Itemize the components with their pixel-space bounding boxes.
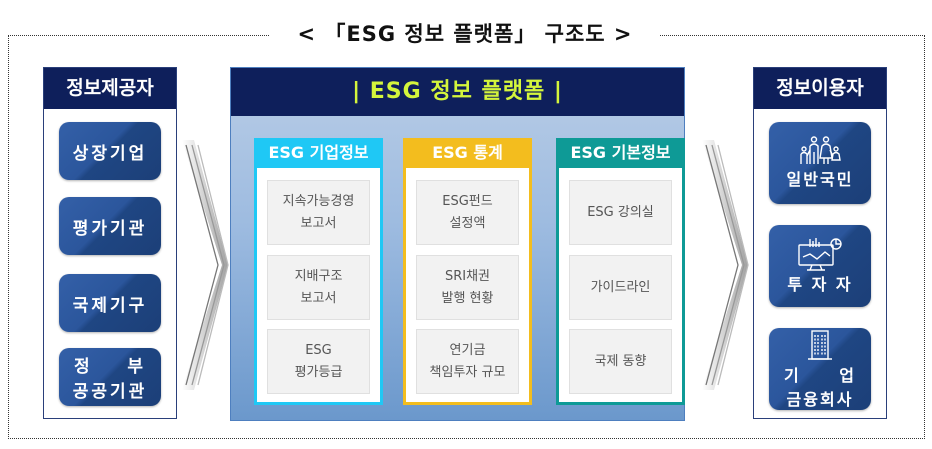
cell-esg-lecture: ESG 강의실 [569, 180, 672, 245]
column-statistics: ESG 통계 ESG펀드 설정액 SRI채권 발행 현황 연기금 책임투자 규모 [403, 138, 532, 405]
user-label-right: 업 [839, 366, 856, 385]
providers-column: 정보제공자 상장기업 평가기관 국제기구 정 부 공공기관 [43, 67, 177, 419]
cell-international-trends: 국제 동향 [569, 329, 672, 394]
cell-sri-bonds: SRI채권 발행 현황 [416, 255, 519, 320]
chevron-right-icon [180, 140, 230, 390]
provider-listed-companies: 상장기업 [59, 122, 161, 180]
column-title: ESG 기본정보 [556, 138, 685, 168]
user-companies-financial: 기 업 금융회사 [769, 328, 871, 410]
cell-esg-rating: ESG 평가등급 [267, 329, 370, 394]
providers-header: 정보제공자 [44, 68, 176, 109]
provider-label: 공공기관 [72, 382, 148, 402]
building-icon [805, 328, 835, 362]
user-general-public: 일반국민 [769, 122, 871, 204]
users-column: 정보이용자 일반국민 투 자 자 [753, 67, 887, 419]
cell-line: 가이드라인 [590, 279, 651, 295]
monitor-chart-icon [795, 237, 845, 271]
chevron-right-icon [700, 140, 750, 390]
cell-line: 보고서 [300, 290, 337, 306]
esg-platform: | ESG 정보 플랫폼 | ESG 기업정보 지속가능경영 보고서 지배구조 … [230, 67, 685, 421]
cell-line: 지속가능경영 [282, 193, 355, 209]
provider-label: 국제기구 [72, 295, 148, 316]
user-label: 투 자 자 [787, 275, 853, 294]
column-title: ESG 통계 [403, 138, 532, 168]
users-header: 정보이용자 [754, 68, 886, 109]
provider-label: 상장기업 [72, 143, 148, 164]
provider-international-orgs: 국제기구 [59, 274, 161, 332]
diagram-title: < 「ESG 정보 플랫폼」 구조도 > [270, 16, 660, 52]
cell-guidelines: 가이드라인 [569, 255, 672, 320]
provider-label-left: 정 [74, 357, 93, 377]
cell-line: 국제 동향 [594, 353, 647, 369]
cell-sustainability-report: 지속가능경영 보고서 [267, 180, 370, 245]
cell-line: ESG펀드 [442, 193, 493, 209]
cell-line: ESG [305, 342, 332, 358]
cell-line: 책임투자 규모 [429, 364, 506, 380]
cell-line: 연기금 [449, 342, 486, 358]
provider-label: 평가기관 [72, 218, 148, 239]
cell-line: 평가등급 [294, 364, 343, 380]
provider-government: 정 부 공공기관 [59, 348, 161, 406]
cell-line: 설정액 [449, 215, 486, 231]
column-title: ESG 기업정보 [254, 138, 383, 168]
cell-line: ESG 강의실 [587, 204, 654, 220]
cell-line: SRI채권 [444, 268, 491, 284]
cell-line: 보고서 [300, 215, 337, 231]
cell-line: 발행 현황 [441, 290, 494, 306]
cell-governance-report: 지배구조 보고서 [267, 255, 370, 320]
column-basic-info: ESG 기본정보 ESG 강의실 가이드라인 국제 동향 [556, 138, 685, 405]
user-label: 일반국민 [786, 170, 854, 189]
cell-pension-investment: 연기금 책임투자 규모 [416, 329, 519, 394]
user-label: 금융회사 [786, 390, 854, 409]
platform-header: | ESG 정보 플랫폼 | [231, 68, 684, 116]
column-corporate-info: ESG 기업정보 지속가능경영 보고서 지배구조 보고서 ESG 평가등급 [254, 138, 383, 405]
user-investors: 투 자 자 [769, 225, 871, 307]
user-label-left: 기 [784, 366, 801, 385]
cell-line: 지배구조 [294, 268, 343, 284]
family-icon [797, 136, 843, 166]
cell-esg-fund: ESG펀드 설정액 [416, 180, 519, 245]
provider-rating-agencies: 평가기관 [59, 197, 161, 255]
provider-label-right: 부 [127, 357, 146, 377]
